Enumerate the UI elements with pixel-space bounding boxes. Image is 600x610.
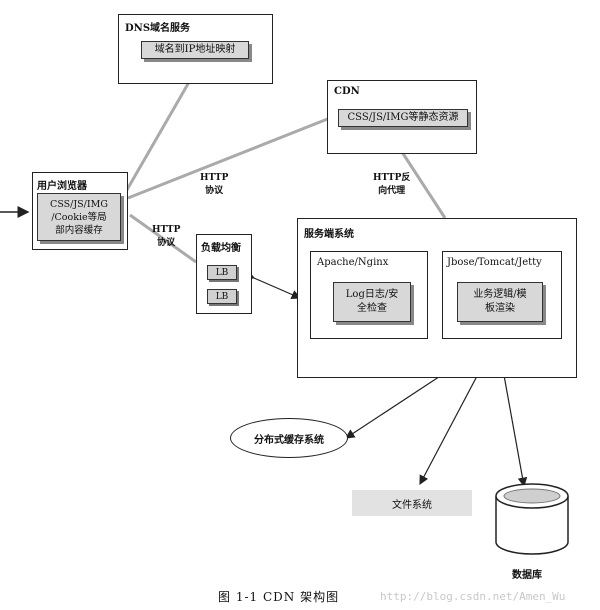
dns-box: DNS域名服务 域名到IP地址映射 [118, 14, 273, 84]
jboss-business-logic: 业务逻辑/模 板渲染 [457, 282, 543, 322]
http-label-browser-cdn: HTTP 协议 [200, 173, 229, 196]
lb-node-2: LB [207, 289, 237, 304]
apache-log-security: Log日志/安 全检查 [333, 282, 411, 322]
load-balancer-box: 负载均衡 LB LB [196, 234, 252, 314]
http-label-reverse-proxy: HTTP反 向代理 [373, 173, 411, 196]
browser-dns-line [122, 69, 198, 196]
dns-mapping: 域名到IP地址映射 [141, 41, 249, 59]
figure-caption: 图 1-1 CDN 架构图 [218, 590, 340, 604]
dns-title: DNS域名服务 [125, 23, 191, 34]
distributed-cache-ellipse: 分布式缓存系统 [230, 418, 348, 458]
watermark: http://blog.csdn.net/Amen_Wu [380, 590, 566, 603]
apache-box: Apache/Nginx Log日志/安 全检查 [310, 251, 428, 339]
lb-title: 负载均衡 [201, 243, 241, 254]
lb-server-line [244, 270, 302, 300]
server-system-box: 服务端系统 Apache/Nginx Log日志/安 全检查 Jbose/Tom… [297, 218, 577, 378]
file-system-box: 文件系统 [352, 490, 472, 516]
lb-node-1: LB [207, 265, 237, 280]
database-cylinder [495, 483, 569, 555]
browser-cache: CSS/JS/IMG /Cookie等局 部内容缓存 [37, 193, 121, 241]
browser-box: 用户浏览器 CSS/JS/IMG /Cookie等局 部内容缓存 [32, 172, 128, 250]
jboss-box: Jbose/Tomcat/Jetty 业务逻辑/模 板渲染 [442, 251, 562, 339]
browser-lb-line [129, 213, 197, 264]
server-title: 服务端系统 [304, 229, 354, 240]
database-label: 数据库 [512, 570, 542, 581]
cdn-box: CDN CSS/JS/IMG等静态资源 [327, 80, 477, 154]
apache-title: Apache/Nginx [317, 257, 389, 268]
server-cdn-line [400, 151, 447, 219]
browser-cdn-line [127, 116, 331, 200]
cdn-static-resources: CSS/JS/IMG等静态资源 [338, 109, 468, 127]
jboss-title: Jbose/Tomcat/Jetty [447, 257, 542, 268]
cdn-title: CDN [334, 86, 360, 97]
http-label-browser-lb: HTTP 协议 [152, 225, 181, 248]
browser-title: 用户浏览器 [37, 181, 87, 192]
